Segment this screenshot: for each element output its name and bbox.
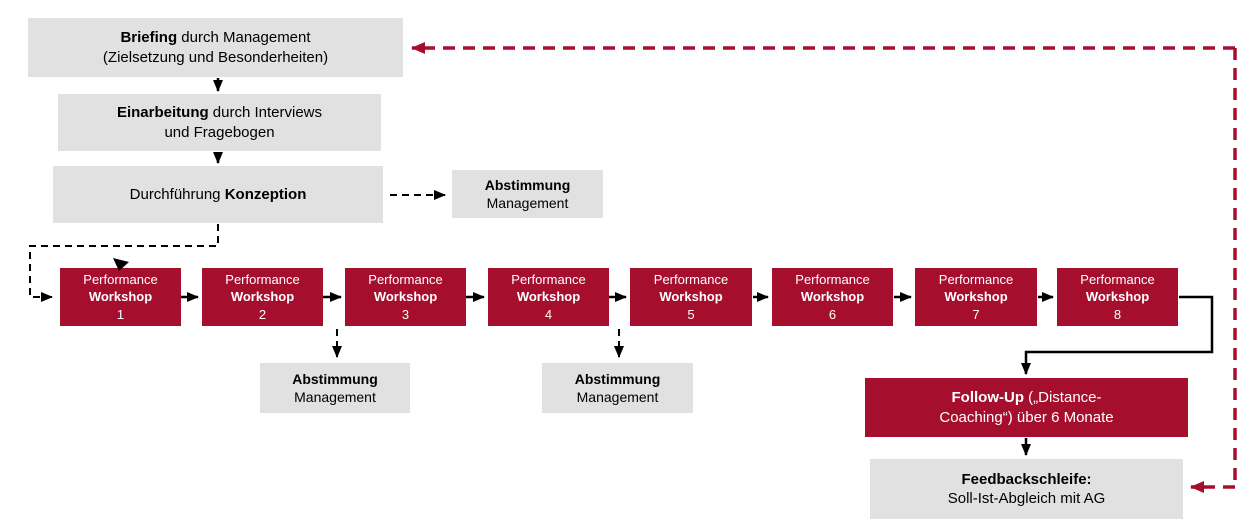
abstimmung-left-line1: Abstimmung (292, 370, 378, 387)
abstimmung-right-line2: Management (576, 389, 659, 405)
konzeption-bold: Konzeption (224, 185, 307, 203)
workshop-1-line1: Performance (83, 272, 158, 288)
workshop-7-box: Performance Workshop 7 (915, 268, 1037, 326)
einarbeitung-title: Einarbeitung durch Interviews (117, 103, 322, 123)
einarbeitung-title-rest: durch Interviews (208, 104, 323, 121)
workshop-1-line2: Workshop (88, 289, 153, 305)
feedback-box: Feedbackschleife: Soll-Ist-Abgleich mit … (870, 459, 1183, 519)
workshop-2-line2: Workshop (230, 289, 295, 305)
workshop-8-number: 8 (1113, 306, 1122, 322)
einarbeitung-title-bold: Einarbeitung (116, 104, 209, 121)
workshop-5-box: Performance Workshop 5 (630, 268, 752, 326)
einarbeitung-line2: und Fragebogen (164, 123, 275, 141)
briefing-title-bold: Briefing (120, 29, 178, 46)
workshop-5-number: 5 (687, 306, 695, 322)
konzeption-prefix: Durchführung (129, 185, 225, 203)
konzeption-box: Durchführung Konzeption (53, 166, 383, 223)
workshop-1-number: 1 (116, 306, 125, 322)
feedback-line1: Feedbackschleife: (961, 470, 1092, 488)
workshop-2-number: 2 (258, 306, 267, 322)
abstimmung-left-line2: Management (294, 389, 376, 405)
briefing-title-rest: durch Management (177, 29, 311, 46)
workshop-8-box: Performance Workshop 8 (1057, 268, 1178, 326)
einarbeitung-box: Einarbeitung durch Interviews und Frageb… (58, 94, 381, 151)
followup-line1: Follow-Up („Distance- (952, 388, 1102, 408)
workshop-6-number: 6 (828, 306, 837, 322)
workshop-4-box: Performance Workshop 4 (488, 268, 609, 326)
abstimmung-right-box: Abstimmung Management (542, 363, 693, 413)
followup-bold: Follow-Up (951, 389, 1024, 406)
followup-box: Follow-Up („Distance- Coaching“) über 6 … (865, 378, 1188, 437)
workshop-4-line1: Performance (511, 272, 586, 288)
followup-line2: Coaching“) über 6 Monate (939, 408, 1114, 426)
abstimmung-right-line1: Abstimmung (574, 370, 661, 387)
abstimmung-top-box: Abstimmung Management (452, 170, 603, 218)
briefing-title: Briefing durch Management (120, 28, 310, 48)
workshop-7-number: 7 (972, 306, 980, 322)
workshop-8-line2: Workshop (1085, 289, 1150, 305)
workshop-3-box: Performance Workshop 3 (345, 268, 466, 326)
workshop-7-line2: Workshop (944, 289, 1008, 305)
workshop-6-line2: Workshop (800, 289, 865, 305)
workshop-3-number: 3 (401, 306, 410, 322)
workshop-6-box: Performance Workshop 6 (772, 268, 893, 326)
workshop-7-line1: Performance (938, 272, 1014, 288)
workshop-1-box: Performance Workshop 1 (60, 268, 181, 326)
abstimmung-top-line1: Abstimmung (484, 176, 571, 193)
konzeption-title: Durchführung Konzeption (130, 185, 307, 205)
briefing-box: Briefing durch Management (Zielsetzung u… (28, 18, 403, 77)
workshop-5-line2: Workshop (659, 289, 723, 305)
workshop-4-number: 4 (544, 306, 553, 322)
workshop-3-line2: Workshop (373, 289, 438, 305)
abstimmung-left-box: Abstimmung Management (260, 363, 410, 413)
workshop-5-line1: Performance (653, 272, 729, 288)
briefing-subtitle: (Zielsetzung und Besonderheiten) (102, 48, 329, 66)
workshop-4-line2: Workshop (516, 289, 581, 305)
workshop-2-box: Performance Workshop 2 (202, 268, 323, 326)
workshop-6-line1: Performance (795, 272, 870, 288)
feedback-line2: Soll-Ist-Abgleich mit AG (947, 490, 1106, 507)
workshop-3-line1: Performance (368, 272, 443, 288)
abstimmung-top-line2: Management (486, 195, 569, 211)
workshop-8-line1: Performance (1080, 272, 1155, 288)
workshop-2-line1: Performance (225, 272, 300, 288)
followup-rest: („Distance- (1023, 389, 1102, 406)
